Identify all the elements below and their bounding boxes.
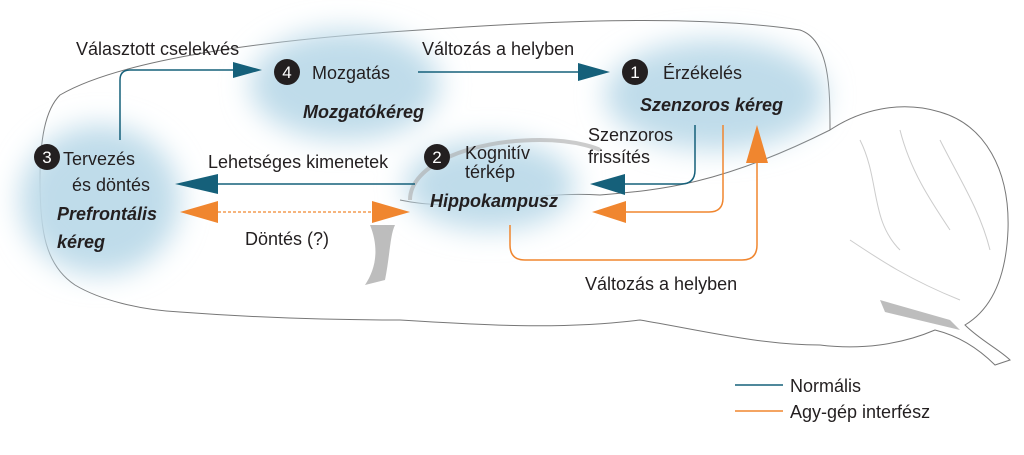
sensory-cortex-region xyxy=(605,40,825,150)
step-label-cognitive-line2: térkép xyxy=(465,162,515,182)
step-label-sensing: Érzékelés xyxy=(663,63,742,83)
hippocampus-shape xyxy=(408,137,601,201)
region-label-prefrontal-line1: Prefrontális xyxy=(57,204,157,224)
edge-label-possible-outcomes: Lehetséges kimenetek xyxy=(208,152,389,172)
ventricle xyxy=(365,225,395,285)
arrow-bmi-change-in-place xyxy=(509,160,758,261)
region-highlights xyxy=(20,30,825,275)
step-label-planning-line2: és döntés xyxy=(72,175,150,195)
arrowhead-decision-left xyxy=(180,201,218,223)
prefrontal-cortex-region xyxy=(20,125,180,275)
edge-label-sensory-update-line1: Szenzoros xyxy=(588,125,673,145)
step-label-planning-line1: Tervezés xyxy=(63,149,135,169)
step-badge-2 xyxy=(424,144,450,170)
step-label-cognitive-line1: Kognitív xyxy=(465,143,530,163)
arrowhead-change-in-place-top xyxy=(578,63,610,81)
step-number-1: 1 xyxy=(630,63,639,82)
arrowhead-decision-right xyxy=(372,201,410,223)
region-label-hippocampus: Hippokampusz xyxy=(430,191,558,211)
edge-label-sensory-update-line2: frissítés xyxy=(588,147,650,167)
arrow-bmi-sensory xyxy=(620,125,724,213)
step-number-2: 2 xyxy=(432,148,441,167)
region-label-motor-cortex: Mozgatókéreg xyxy=(303,102,424,122)
arrowhead-sensory-update xyxy=(590,174,625,195)
step-badge-4 xyxy=(274,59,300,85)
legend-label-bmi: Agy-gép interfész xyxy=(790,402,930,422)
arrow-chosen-action xyxy=(119,69,235,140)
brainstem-shade xyxy=(880,300,960,330)
cerebellum-folds xyxy=(849,129,991,301)
arrow-sensory-update xyxy=(620,125,696,185)
region-label-sensory-cortex: Szenzoros kéreg xyxy=(640,95,783,115)
edge-label-change-in-place-bottom: Változás a helyben xyxy=(585,274,737,294)
step-number-4: 4 xyxy=(282,63,291,82)
legend: Normális Agy-gép interfész xyxy=(735,376,930,422)
step-badge-3 xyxy=(34,144,60,170)
step-number-3: 3 xyxy=(42,148,51,167)
arrowhead-bmi-change-in-place xyxy=(746,125,768,163)
edge-label-change-in-place-top: Változás a helyben xyxy=(422,39,574,59)
motor-cortex-region xyxy=(250,30,440,140)
arrowhead-bmi-sensory xyxy=(592,201,626,223)
step-badge-1 xyxy=(622,59,648,85)
edge-label-decision: Döntés (?) xyxy=(245,229,329,249)
legend-label-normal: Normális xyxy=(790,376,861,396)
step-label-movement: Mozgatás xyxy=(312,63,390,83)
arrowhead-chosen-action xyxy=(233,62,262,78)
edge-label-chosen-action: Választott cselekvés xyxy=(76,39,239,59)
arrowhead-possible-outcomes xyxy=(175,174,218,194)
region-label-prefrontal-line2: kéreg xyxy=(57,232,105,252)
